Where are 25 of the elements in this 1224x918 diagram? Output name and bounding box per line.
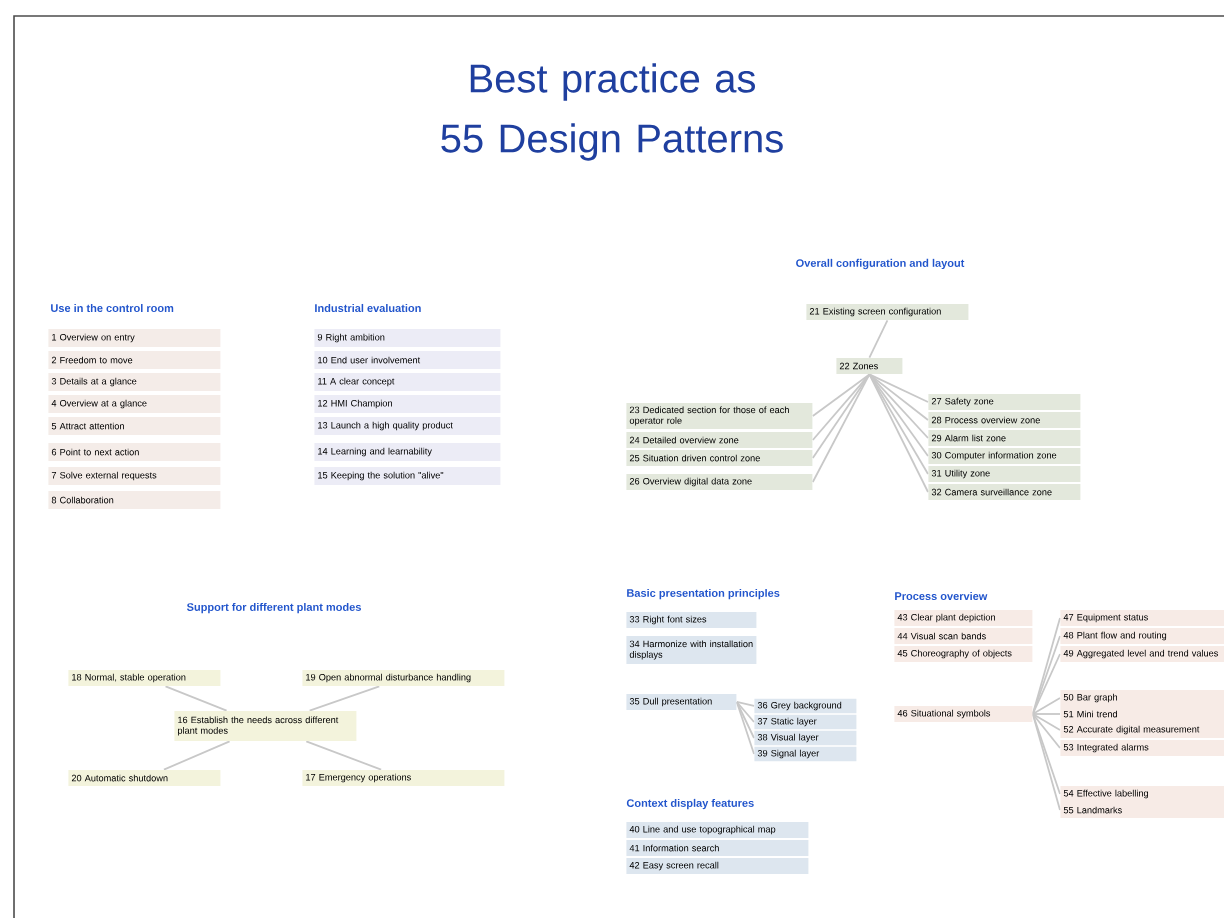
connector-line xyxy=(1031,713,1061,731)
connector-line xyxy=(735,701,755,755)
title: Best practice as 55 Design Patterns xyxy=(441,63,783,161)
connector-line xyxy=(811,373,871,459)
connector-line xyxy=(1031,617,1061,715)
connector-line xyxy=(868,319,889,359)
connector-line xyxy=(735,701,755,723)
connector-line xyxy=(164,685,228,712)
connector-line xyxy=(811,373,871,483)
connector-line xyxy=(868,373,929,403)
connector-line xyxy=(163,740,231,771)
connector-line xyxy=(1031,713,1061,811)
connector-line xyxy=(735,701,755,707)
connector-line xyxy=(1031,653,1061,715)
connector-line xyxy=(735,701,755,739)
connector-line xyxy=(308,685,381,712)
connector-line xyxy=(811,373,871,441)
connector-line xyxy=(1031,713,1061,795)
connector-line xyxy=(1031,697,1061,715)
connector-line xyxy=(811,373,871,417)
connector-line xyxy=(305,740,383,771)
connector-line xyxy=(868,373,929,439)
connector-line xyxy=(1031,713,1061,749)
connector-line xyxy=(868,373,929,421)
connector-line xyxy=(1031,713,1061,715)
